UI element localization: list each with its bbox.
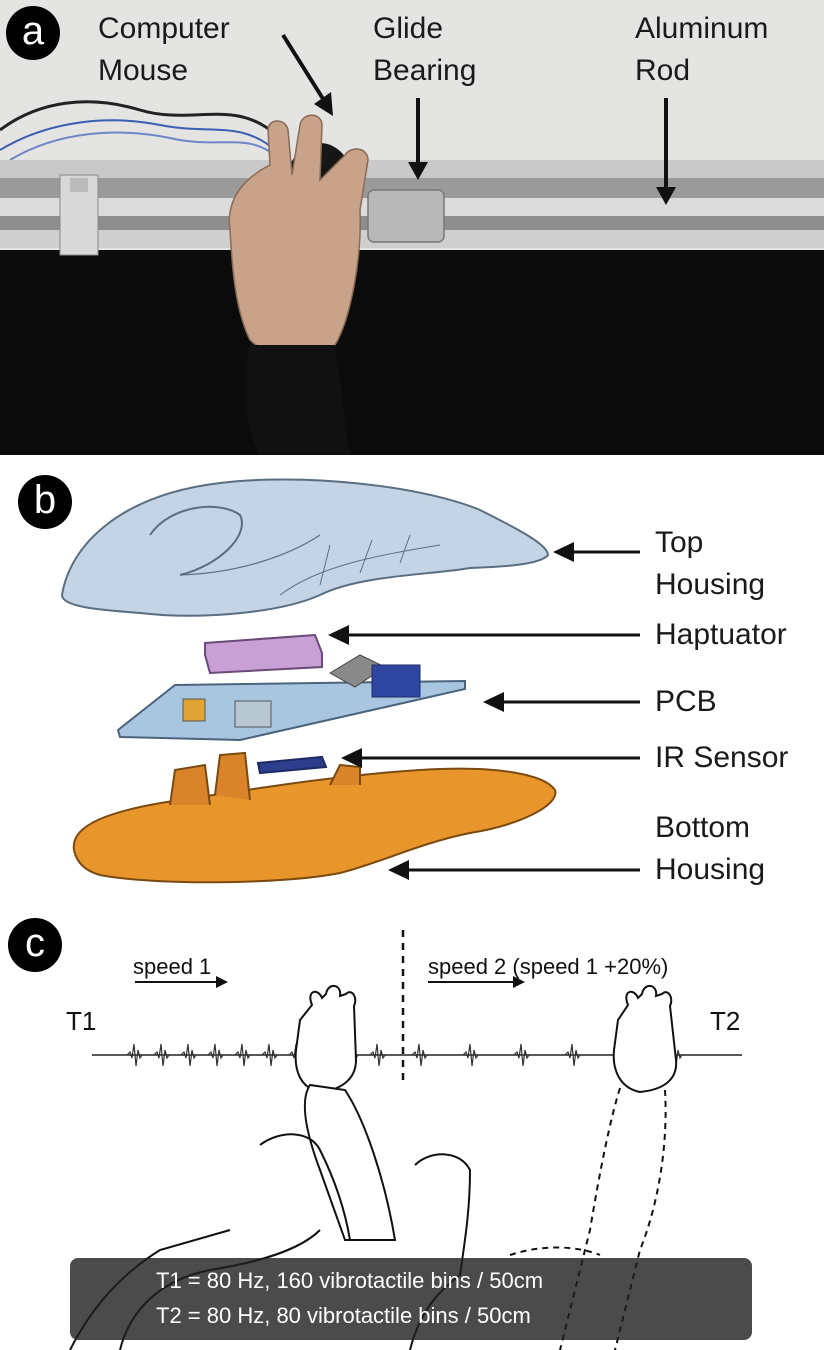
exploded-view-panel-b: b Top Housing Haptuator PCB IR Sensor Bo… (0, 455, 824, 910)
info-box: T1 = 80 Hz, 160 vibrotactile bins / 50cm… (70, 1258, 752, 1340)
vibration-track-diagram (69, 930, 742, 1350)
speed-diagram-panel-c: c speed 1 speed 2 (speed 1 +20%) T1 T2 T… (0, 910, 824, 1350)
haptuator-part (204, 633, 323, 675)
vibration-bin (261, 1043, 278, 1067)
t2-label: T2 (710, 1006, 741, 1036)
top-housing-part (60, 478, 550, 617)
vibration-bin (369, 1043, 386, 1067)
info-line-t1: T1 = 80 Hz, 160 vibrotactile bins / 50cm (156, 1268, 544, 1293)
vibration-bin (180, 1043, 197, 1067)
computer-mouse-label: Computer Mouse (98, 12, 230, 87)
vibration-bin (234, 1043, 251, 1067)
vibration-bin (462, 1043, 479, 1067)
top-housing-label: Top Housing (655, 526, 766, 601)
panel-badge: a (6, 6, 60, 60)
panel-badge: c (8, 918, 62, 972)
haptuator-label: Haptuator (655, 618, 787, 651)
glide-bearing-label: Glide Bearing (373, 12, 477, 87)
vibration-bin (411, 1043, 428, 1067)
vibration-bin (564, 1043, 581, 1067)
hand-dashed (509, 985, 678, 1350)
photo-panel-a: a Computer Mouse Glide Bearing Aluminum … (0, 0, 824, 455)
vibration-bin (126, 1043, 143, 1067)
rig-photo (0, 0, 824, 455)
info-line-t2: T2 = 80 Hz, 80 vibrotactile bins / 50cm (156, 1303, 531, 1328)
speed-2-label: speed 2 (speed 1 +20%) (428, 954, 669, 979)
pcb-label: PCB (655, 685, 717, 718)
ir-sensor-part (256, 755, 328, 775)
t1-label: T1 (66, 1006, 97, 1036)
bottom-housing-label: Bottom Housing (655, 811, 766, 886)
ir-sensor-label: IR Sensor (655, 741, 789, 774)
speed-1-label: speed 1 (133, 954, 212, 979)
vibration-bin (513, 1043, 530, 1067)
vibration-bin (207, 1043, 224, 1067)
aluminum-rod-label: Aluminum Rod (635, 12, 769, 87)
vibration-bin (153, 1043, 170, 1067)
panel-badge: b (18, 475, 72, 529)
exploded-diagram (60, 478, 640, 884)
bottom-housing-part (72, 767, 557, 884)
